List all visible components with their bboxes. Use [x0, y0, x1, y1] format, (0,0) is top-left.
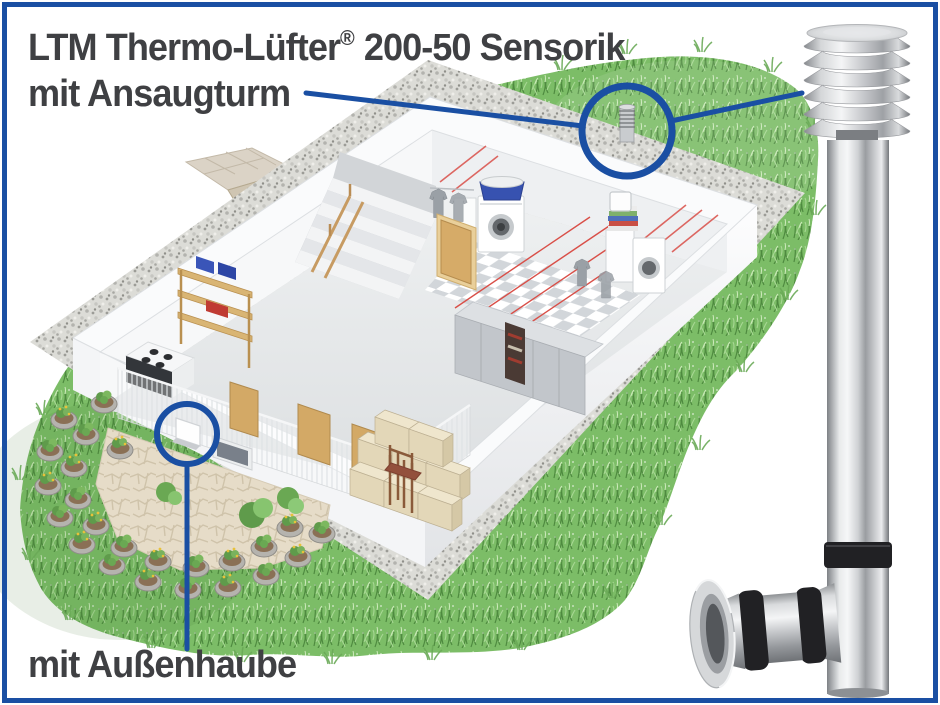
washer-dryer-2 — [605, 229, 666, 294]
courtyard-wall-fixtures — [172, 417, 253, 471]
bottom-caption: mit Außenhaube — [28, 644, 297, 686]
laundry-basket — [479, 176, 525, 201]
vent-shadow — [172, 438, 200, 450]
stair-wall-gap — [333, 152, 437, 215]
pipe-seal-band — [824, 542, 892, 568]
metal-lockers — [454, 301, 604, 416]
open-locker-books — [505, 322, 525, 385]
callout-annotations — [154, 82, 805, 652]
patio-bushes — [156, 482, 304, 528]
callout-line-circle-to-product — [668, 90, 805, 124]
staircase — [295, 152, 437, 299]
product-thermo-luefter — [618, 24, 911, 698]
lightwell-courtyard — [34, 390, 336, 600]
mini-intake-tower — [618, 104, 636, 143]
basement-cutaway — [30, 60, 805, 600]
title-model: 200-50 Sensorik — [354, 27, 626, 69]
registered-mark: ® — [340, 27, 355, 50]
hallway-door — [436, 213, 477, 291]
hood-flange — [688, 579, 736, 689]
intake-pipe — [827, 140, 889, 694]
side-branch-with-hood — [688, 579, 842, 689]
callout-line-title-to-circle — [303, 90, 586, 129]
title-brand: LTM Thermo-Lüfter — [28, 27, 341, 69]
checkered-floor — [425, 240, 640, 340]
hanging-clothes-left — [429, 187, 475, 222]
pipe-bottom-edge — [827, 688, 889, 698]
stair-handrail — [310, 184, 365, 279]
wooden-chair — [384, 445, 422, 513]
intake-tower-cap — [803, 24, 911, 139]
wall-ne-inner-face — [432, 130, 727, 272]
patio-pavement — [95, 427, 331, 571]
cage-door — [229, 381, 259, 438]
title-line1: LTM Thermo-Lüfter® 200-50 Sensorik — [28, 16, 625, 71]
page-title: LTM Thermo-Lüfter® 200-50 Sensorik mit A… — [28, 16, 625, 117]
wooden-shelf — [177, 256, 253, 368]
callout-circle-intake-tower — [578, 82, 676, 180]
title-line2: mit Ansaugturm — [28, 73, 291, 115]
cage-door — [297, 403, 331, 466]
wall-fan-unit — [609, 191, 632, 212]
